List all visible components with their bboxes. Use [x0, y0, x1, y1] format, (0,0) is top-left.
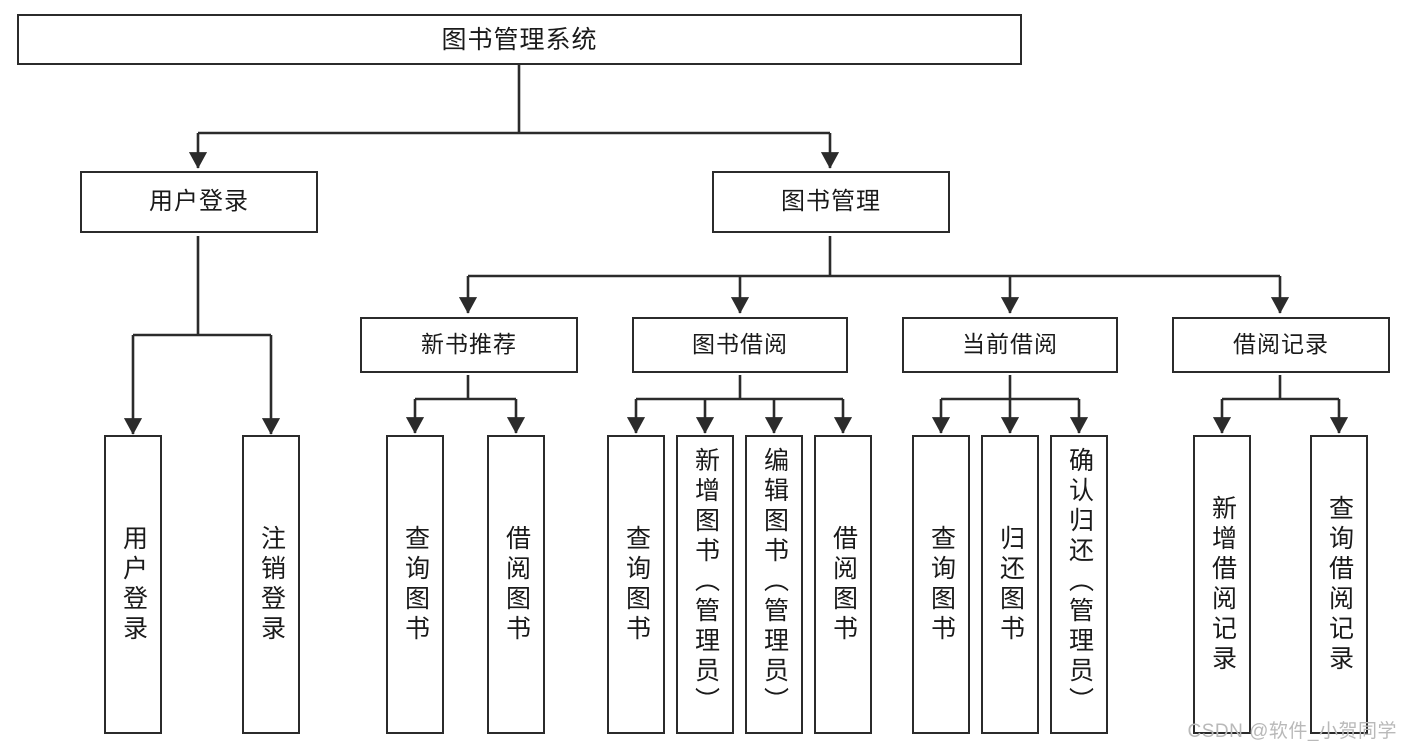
node-leaf-query-book-2-label: 查询图书 — [622, 524, 651, 645]
node-leaf-borrow-book-1[interactable]: 借阅图书 — [487, 435, 545, 734]
node-leaf-query-record-label: 查询借阅记录 — [1325, 494, 1354, 675]
node-book-borrow[interactable]: 图书借阅 — [632, 317, 848, 373]
node-leaf-edit-book[interactable]: 编辑图书（管理员） — [745, 435, 803, 734]
node-leaf-user-login-label: 用户登录 — [119, 524, 148, 645]
node-leaf-borrow-book-1-label: 借阅图书 — [502, 524, 531, 645]
node-leaf-add-book[interactable]: 新增图书（管理员） — [676, 435, 734, 734]
node-leaf-query-book-2[interactable]: 查询图书 — [607, 435, 665, 734]
node-book-borrow-label: 图书借阅 — [692, 331, 788, 358]
node-leaf-add-book-label: 新增图书（管理员） — [691, 447, 720, 717]
node-borrow-record[interactable]: 借阅记录 — [1172, 317, 1390, 373]
node-leaf-return-book[interactable]: 归还图书 — [981, 435, 1039, 734]
node-new-book-recommend-label: 新书推荐 — [421, 331, 517, 358]
node-leaf-logout[interactable]: 注销登录 — [242, 435, 300, 734]
node-leaf-query-record[interactable]: 查询借阅记录 — [1310, 435, 1368, 734]
node-leaf-borrow-book-2-label: 借阅图书 — [829, 524, 858, 645]
node-leaf-return-book-label: 归还图书 — [996, 524, 1025, 645]
node-current-borrow[interactable]: 当前借阅 — [902, 317, 1118, 373]
node-leaf-borrow-book-2[interactable]: 借阅图书 — [814, 435, 872, 734]
node-leaf-user-login[interactable]: 用户登录 — [104, 435, 162, 734]
node-leaf-confirm-return-label: 确认归还（管理员） — [1065, 447, 1094, 717]
node-root[interactable]: 图书管理系统 — [17, 14, 1022, 65]
node-leaf-add-record[interactable]: 新增借阅记录 — [1193, 435, 1251, 734]
node-borrow-record-label: 借阅记录 — [1233, 331, 1329, 358]
node-leaf-query-book-3-label: 查询图书 — [927, 524, 956, 645]
csdn-watermark: CSDN @软件_小贺同学 — [1187, 721, 1397, 742]
node-book-manage[interactable]: 图书管理 — [712, 171, 950, 233]
node-leaf-edit-book-label: 编辑图书（管理员） — [760, 447, 789, 717]
node-leaf-add-record-label: 新增借阅记录 — [1208, 494, 1237, 675]
node-root-label: 图书管理系统 — [441, 25, 598, 54]
node-user-login[interactable]: 用户登录 — [80, 171, 318, 233]
node-leaf-query-book-1-label: 查询图书 — [401, 524, 430, 645]
node-user-login-label: 用户登录 — [149, 187, 249, 215]
node-leaf-query-book-3[interactable]: 查询图书 — [912, 435, 970, 734]
node-leaf-logout-label: 注销登录 — [257, 524, 286, 645]
node-current-borrow-label: 当前借阅 — [962, 331, 1058, 358]
node-book-manage-label: 图书管理 — [781, 187, 881, 215]
node-new-book-recommend[interactable]: 新书推荐 — [360, 317, 578, 373]
node-leaf-query-book-1[interactable]: 查询图书 — [386, 435, 444, 734]
node-leaf-confirm-return[interactable]: 确认归还（管理员） — [1050, 435, 1108, 734]
